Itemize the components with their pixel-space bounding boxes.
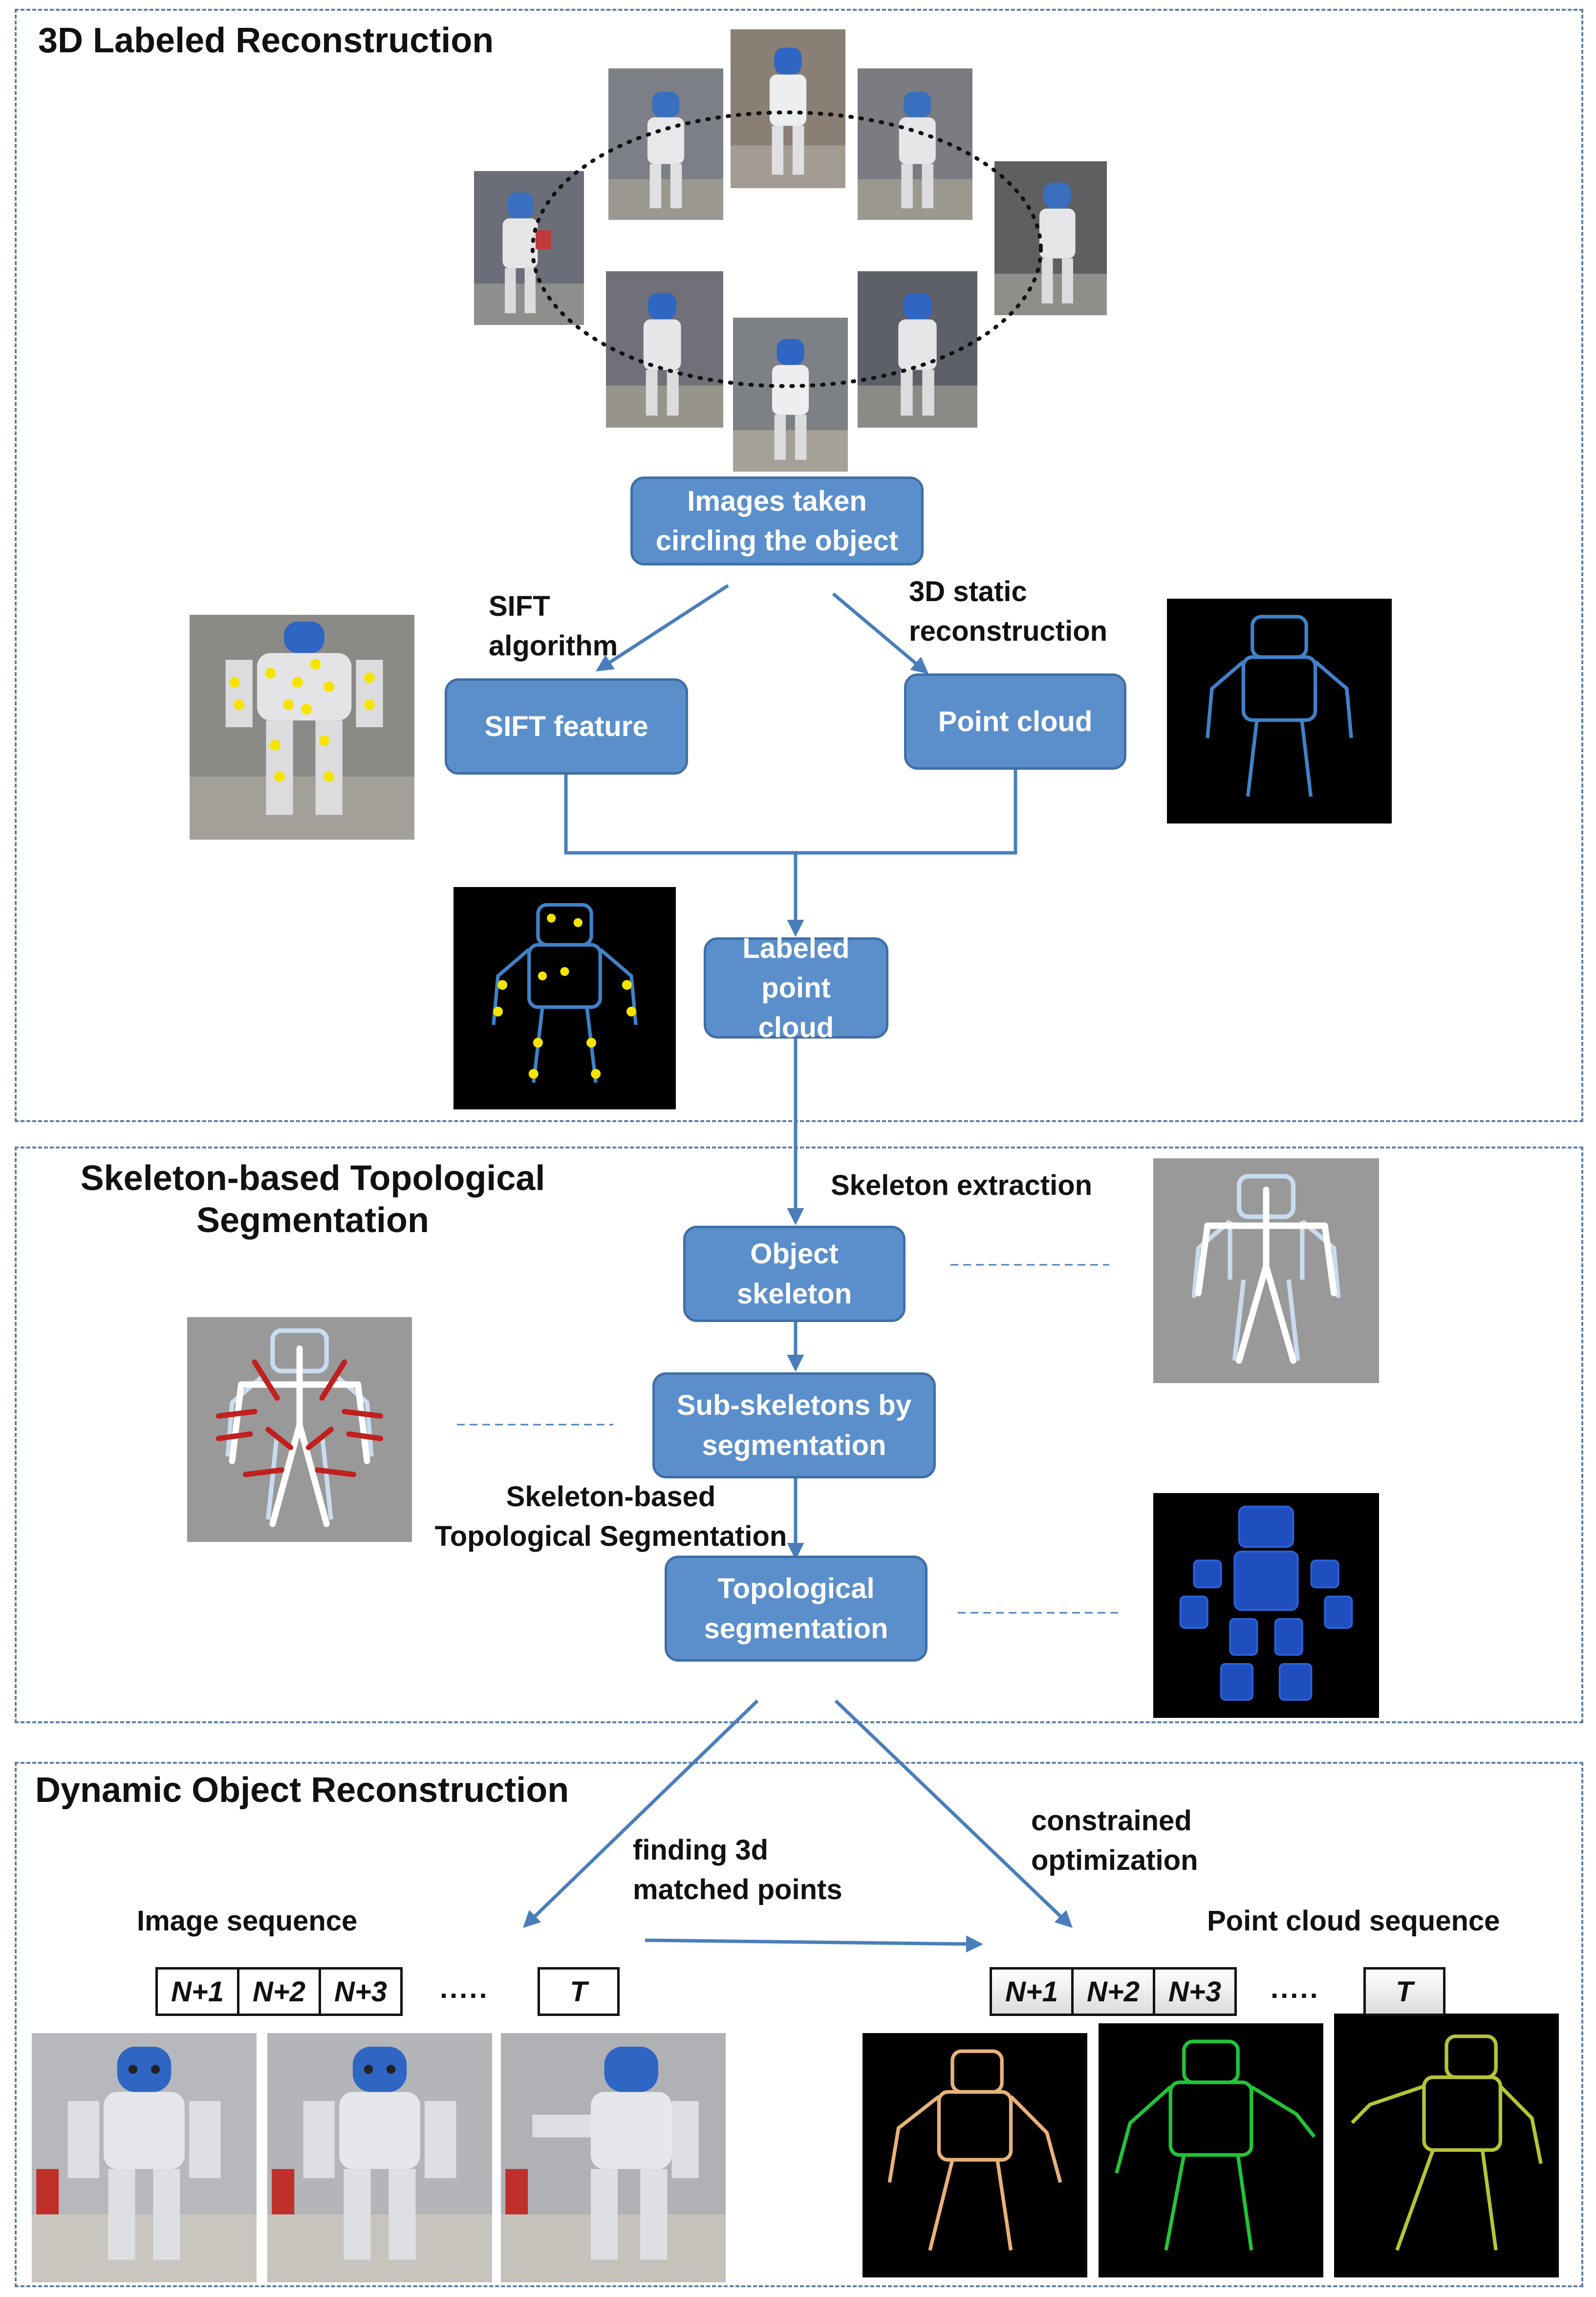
cloud-sequence-ellipsis: ..... <box>1271 1972 1320 2004</box>
section-title-dynamic: Dynamic Object Reconstruction <box>35 1771 569 1810</box>
point-cloud-sequence-frame-2 <box>1099 2023 1323 2277</box>
static-reconstruction-label: 3D static reconstruction <box>909 576 1108 648</box>
section-topological-segmentation <box>15 1147 1583 1723</box>
cloud-frame-label-1: N+1 <box>990 1967 1074 2016</box>
section-dynamic-reconstruction <box>15 1762 1583 2287</box>
robot-photo-ring-8 <box>858 271 977 428</box>
cloud-frame-label-3: N+3 <box>1153 1967 1237 2016</box>
point-cloud-box: Point cloud <box>904 673 1126 770</box>
robot-photo-ring-3 <box>858 68 972 220</box>
image-frame-label-2: N+2 <box>237 1967 321 2016</box>
robot-photo-ring-5 <box>994 161 1107 315</box>
cloud-frame-label-last: T <box>1363 1967 1445 2016</box>
cloud-frame-label-2: N+2 <box>1071 1967 1155 2016</box>
sift-feature-box: SIFT feature <box>445 678 688 775</box>
point-cloud-sequence-frame-last <box>1334 2014 1559 2277</box>
topological-segmentation-box: Topological segmentation <box>665 1556 927 1662</box>
labeled-point-cloud-render <box>453 887 676 1109</box>
robot-photo-ring-7 <box>733 318 848 472</box>
image-frame-label-3: N+3 <box>319 1967 403 2016</box>
object-skeleton-render <box>1153 1158 1379 1383</box>
section-labeled-reconstruction <box>15 9 1583 1122</box>
robot-photo-ring-6 <box>606 271 723 428</box>
image-sequence-frame-1 <box>32 2033 257 2282</box>
topological-segmentation-render <box>1153 1493 1379 1718</box>
sift-feature-photo <box>190 615 414 840</box>
sub-skeletons-box: Sub-skeletons by segmentation <box>652 1372 936 1478</box>
constrained-optimization-label: constrained optimization <box>1031 1805 1198 1877</box>
robot-photo-ring-2 <box>731 29 845 188</box>
object-skeleton-box: Object skeleton <box>683 1226 906 1322</box>
image-frame-label-last: T <box>538 1967 620 2016</box>
point-cloud-render <box>1167 599 1392 823</box>
image-sequence-ellipsis: ..... <box>440 1972 489 2004</box>
labeled-point-cloud-box: Labeled point cloud <box>704 932 888 1043</box>
point-cloud-sequence-frame-1 <box>863 2033 1087 2277</box>
skeleton-based-segmentation-label: Skeleton-based Topological Segmentation <box>434 1481 787 1553</box>
robot-photo-ring-1 <box>608 68 723 220</box>
images-taken-box: Images taken circling the object <box>630 477 924 565</box>
image-sequence-frame-2 <box>267 2033 492 2282</box>
section-title-labeled: 3D Labeled Reconstruction <box>38 21 494 60</box>
image-sequence-label: Image sequence <box>137 1905 358 1937</box>
sift-algorithm-label: SIFT algorithm <box>489 590 618 662</box>
image-frame-label-1: N+1 <box>155 1967 239 2016</box>
skeleton-extraction-label: Skeleton extraction <box>831 1170 1093 1201</box>
finding-matched-points-label: finding 3d matched points <box>633 1834 842 1906</box>
point-cloud-sequence-label: Point cloud sequence <box>1207 1905 1500 1937</box>
robot-photo-ring-4 <box>474 171 584 325</box>
image-sequence-frame-last <box>501 2033 726 2282</box>
section-title-topological: Skeleton-based Topological Segmentation <box>80 1159 545 1240</box>
sub-skeleton-render <box>187 1317 412 1542</box>
